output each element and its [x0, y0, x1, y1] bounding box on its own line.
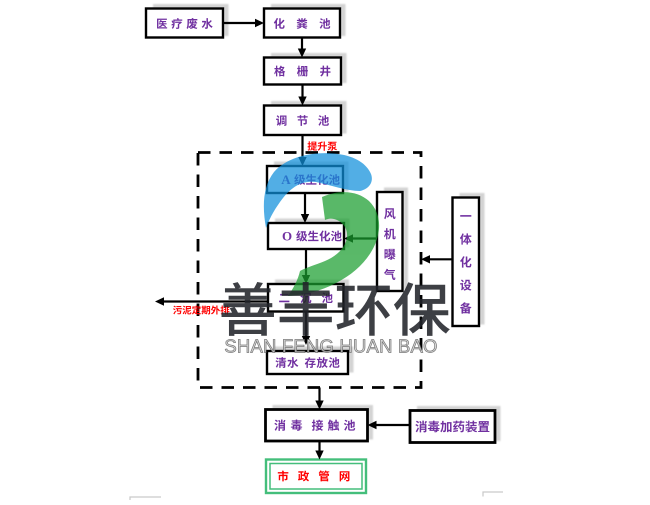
- svg-text:O: O: [282, 229, 292, 244]
- svg-text:SHAN FENG HUAN BAO: SHAN FENG HUAN BAO: [224, 336, 437, 357]
